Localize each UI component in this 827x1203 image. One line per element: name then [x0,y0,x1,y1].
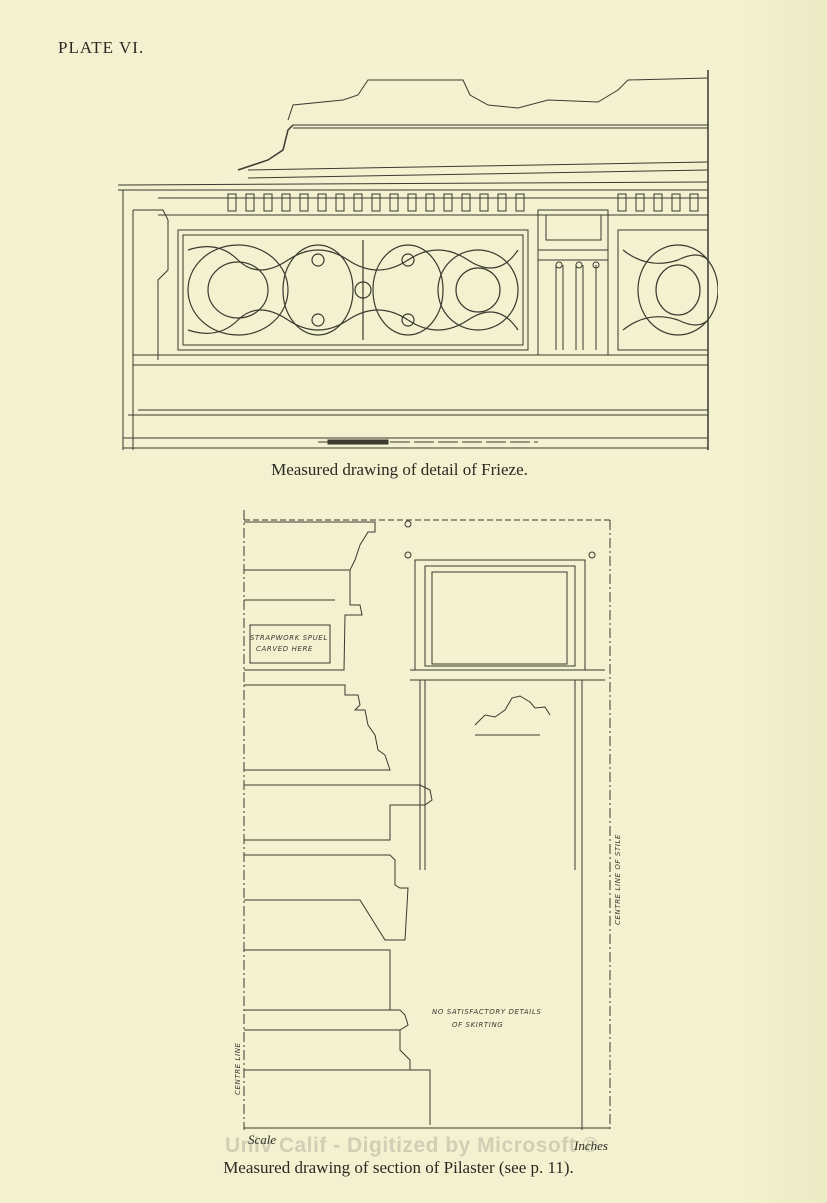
pilaster-caption: Measured drawing of section of Pilaster … [223,1158,574,1177]
watermark: Univ Calif - Digitized by Microsoft ® [225,1134,599,1157]
strapwork-note-line2: CARVED HERE [256,645,313,653]
scale-left-label: Scale [248,1132,276,1147]
scale-right-label: Inches [573,1138,608,1153]
pilaster-drawing [220,510,620,1135]
strapwork-note-line1: STRAPWORK SPUEL [250,634,328,642]
centre-line-stile-label: CENTRE LINE OF STILE [614,834,622,925]
centre-line-label: CENTRE LINE [234,1042,242,1095]
skirting-note-line2: OF SKIRTING [452,1021,503,1029]
frieze-drawing [118,70,718,455]
plate-label: PLATE VI. [58,38,145,57]
page-edge-shading [737,0,827,1203]
frieze-caption: Measured drawing of detail of Frieze. [271,460,528,479]
skirting-note-line1: NO SATISFACTORY DETAILS [432,1008,541,1016]
